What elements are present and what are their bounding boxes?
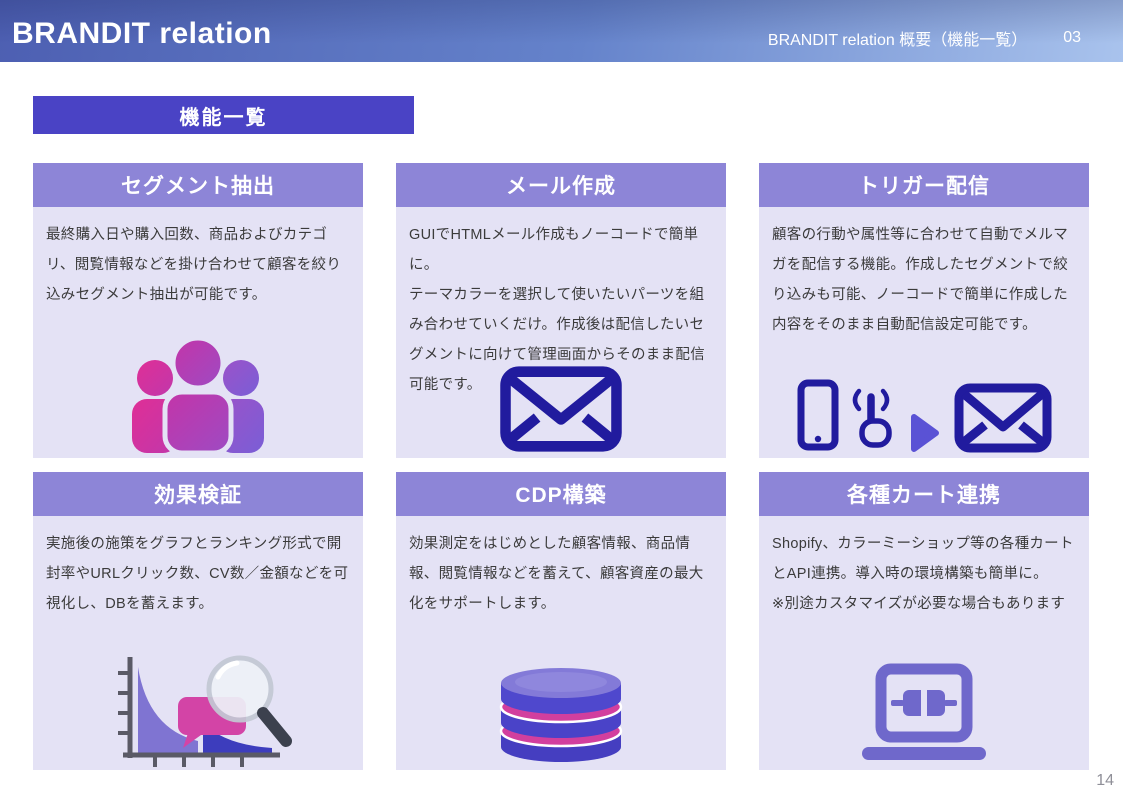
card-mail-creation: メール作成 GUIでHTMLメール作成もノーコードで簡単に。 テーマカラーを選択… xyxy=(396,163,726,458)
card-segment-extraction: セグメント抽出 最終購入日や購入回数、商品およびカテゴリ、閲覧情報などを掛け合わ… xyxy=(33,163,363,458)
card-title: CDP構築 xyxy=(396,472,726,516)
database-icon xyxy=(499,668,623,762)
card-description: Shopify、カラーミーショップ等の各種カートとAPI連携。導入時の環境構築も… xyxy=(772,536,1074,612)
arrow-right-icon xyxy=(911,414,939,452)
feature-grid: セグメント抽出 最終購入日や購入回数、商品およびカテゴリ、閲覧情報などを掛け合わ… xyxy=(33,163,1089,770)
card-cdp: CDP構築 効果測定をはじめとした顧客情報、商品情報、閲覧情報などを蓄えて、顧客… xyxy=(396,472,726,770)
chart-magnifier-icon xyxy=(118,655,292,767)
card-title: メール作成 xyxy=(396,163,726,207)
smartphone-icon xyxy=(797,379,839,451)
brand-logo-text: BRANDIT relation xyxy=(12,17,272,50)
envelope-icon xyxy=(954,383,1052,453)
card-title: トリガー配信 xyxy=(759,163,1089,207)
card-effect-verification: 効果検証 実施後の施策をグラフとランキング形式で開封率やURLクリック数、CV数… xyxy=(33,472,363,770)
card-description: GUIでHTMLメール作成もノーコードで簡単に。 テーマカラーを選択して使いたい… xyxy=(409,227,705,393)
tap-hand-icon xyxy=(852,388,892,448)
card-description: 顧客の行動や属性等に合わせて自動でメルマガを配信する機能。作成したセグメントで絞… xyxy=(772,227,1068,333)
card-description: 効果測定をはじめとした顧客情報、商品情報、閲覧情報などを蓄えて、顧客資産の最大化… xyxy=(409,536,704,612)
header-section-number: 03 xyxy=(1063,29,1081,46)
card-trigger-delivery: トリガー配信 顧客の行動や属性等に合わせて自動でメルマガを配信する機能。作成した… xyxy=(759,163,1089,458)
people-group-icon xyxy=(132,335,264,453)
card-description: 実施後の施策をグラフとランキング形式で開封率やURLクリック数、CV数／金額など… xyxy=(46,536,349,612)
card-title: 各種カート連携 xyxy=(759,472,1089,516)
card-cart-integration: 各種カート連携 Shopify、カラーミーショップ等の各種カートとAPI連携。導… xyxy=(759,472,1089,770)
header-subtitle: BRANDIT relation 概要（機能一覧） xyxy=(767,32,1028,49)
header-right: BRANDIT relation 概要（機能一覧） 03 xyxy=(768,12,1081,50)
card-title: 効果検証 xyxy=(33,472,363,516)
laptop-plug-icon xyxy=(862,663,986,760)
card-title: セグメント抽出 xyxy=(33,163,363,207)
header-bar: BRANDIT relation BRANDIT relation 概要（機能一… xyxy=(0,0,1123,62)
section-title: 機能一覧 xyxy=(33,96,414,134)
page-number: 14 xyxy=(1096,772,1114,789)
card-description: 最終購入日や購入回数、商品およびカテゴリ、閲覧情報などを掛け合わせて顧客を絞り込… xyxy=(46,227,342,303)
